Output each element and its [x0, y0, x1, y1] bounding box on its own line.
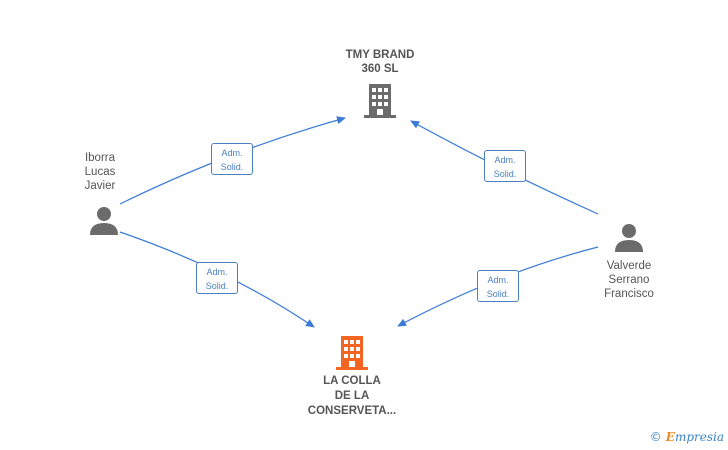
person-iborra-line1: Iborra [84, 152, 116, 164]
edge-label-valverde-main[interactable]: Adm. Solid. [477, 270, 519, 302]
edge-label-line2: Solid. [493, 169, 517, 179]
edge-label-line2: Solid. [220, 162, 244, 172]
edge-label-line1: Adm. [487, 275, 509, 285]
edge-label-iborra-tmy[interactable]: Adm. Solid. [211, 143, 253, 175]
main-company-line3: CONSERVETA... [307, 405, 397, 417]
person-iborra-line3: Javier [84, 180, 116, 192]
person-icon[interactable] [89, 205, 119, 235]
edge-label-iborra-main[interactable]: Adm. Solid. [196, 262, 238, 294]
company-tmy-label[interactable]: TMY BRAND 360 SL [320, 48, 440, 76]
company-tmy-line1: TMY BRAND [345, 49, 415, 61]
main-company-line2: DE LA [334, 390, 370, 402]
empresia-watermark: ©Empresia [650, 430, 724, 444]
person-valverde-line1: Valverde [606, 260, 652, 272]
edge-label-line2: Solid. [205, 281, 229, 291]
main-company-line1: LA COLLA [323, 375, 381, 387]
person-valverde-label[interactable]: Valverde Serrano Francisco [587, 259, 671, 301]
edge-label-line1: Adm. [221, 148, 243, 158]
person-valverde-line2: Serrano [608, 274, 650, 286]
copyright-symbol: © [649, 430, 662, 444]
person-iborra-line2: Lucas [84, 166, 116, 178]
building-icon[interactable] [364, 84, 396, 118]
company-tmy-line2: 360 SL [361, 63, 399, 75]
person-valverde-line3: Francisco [604, 288, 654, 300]
edge-label-line1: Adm. [206, 267, 228, 277]
person-icon[interactable] [614, 222, 644, 252]
brand-first-letter: E [665, 430, 675, 444]
main-company-label[interactable]: LA COLLA DE LA CONSERVETA... [290, 374, 414, 419]
brand-rest: mpresia [674, 430, 724, 444]
person-iborra-label[interactable]: Iborra Lucas Javier [60, 151, 140, 193]
edge-label-line1: Adm. [494, 155, 516, 165]
edge-label-valverde-tmy[interactable]: Adm. Solid. [484, 150, 526, 182]
main-building-icon[interactable] [336, 336, 368, 370]
edge-label-line2: Solid. [486, 289, 510, 299]
